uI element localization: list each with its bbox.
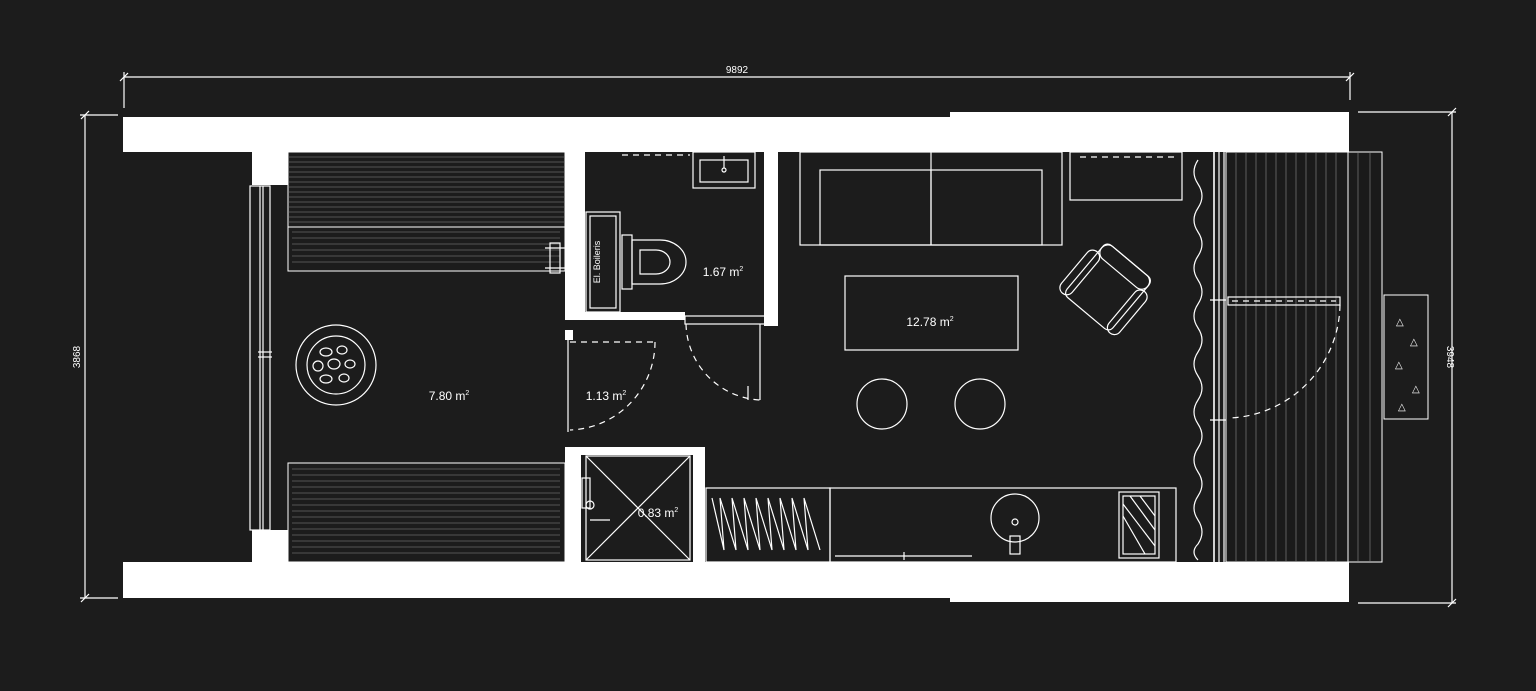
boiler-icon: El. Boileris — [545, 211, 621, 313]
boiler-label: El. Boileris — [592, 240, 602, 283]
interior-walls — [565, 152, 778, 562]
cooktop-icon — [1118, 491, 1160, 559]
sink-icon — [990, 493, 1040, 555]
coffee-table-icon — [844, 275, 1019, 351]
room-area-shower: 0.83 m2 — [638, 506, 679, 520]
stool-icon — [856, 378, 908, 430]
tv-cabinet-icon — [1069, 151, 1183, 201]
svg-text:△: △ — [1395, 360, 1403, 371]
curtain-icon — [1193, 159, 1203, 561]
glass-wall — [1210, 152, 1228, 562]
dimension-left-height: 3868 — [72, 110, 118, 603]
shower-icon — [581, 455, 691, 561]
toilet-icon — [621, 234, 687, 290]
armchair-icon — [1059, 243, 1151, 336]
bed-icon — [287, 151, 566, 272]
dimension-right-height: 3948 — [1358, 107, 1457, 608]
sofa-icon — [799, 151, 1063, 246]
dimension-length-label: 9892 — [726, 65, 749, 76]
round-rug-icon — [295, 324, 377, 406]
kitchen-counter — [829, 487, 1177, 563]
room-area-hall: 1.13 m2 — [586, 389, 627, 403]
window-left — [249, 185, 272, 531]
planter-icon: △ △ △ △ △ — [1383, 294, 1429, 420]
dimension-right-height-label: 3948 — [1444, 346, 1455, 369]
dimension-length: 9892 — [119, 65, 1355, 108]
room-area-toilet: 1.67 m2 — [703, 265, 744, 279]
door-swing-icon — [684, 315, 766, 401]
door-swing-icon — [567, 340, 656, 432]
svg-text:△: △ — [1398, 402, 1406, 413]
room-area-bedroom: 7.80 m2 — [429, 389, 470, 403]
deck-icon — [1225, 151, 1383, 563]
svg-text:△: △ — [1396, 317, 1404, 328]
exterior-walls — [123, 112, 1349, 602]
svg-text:△: △ — [1412, 384, 1420, 395]
room-area-living: 12.78 m2 — [906, 315, 953, 329]
stool-icon — [954, 378, 1006, 430]
dimension-left-height-label: 3868 — [72, 345, 83, 368]
svg-text:△: △ — [1410, 337, 1418, 348]
sink-icon — [692, 151, 756, 189]
bed-icon — [287, 462, 566, 563]
